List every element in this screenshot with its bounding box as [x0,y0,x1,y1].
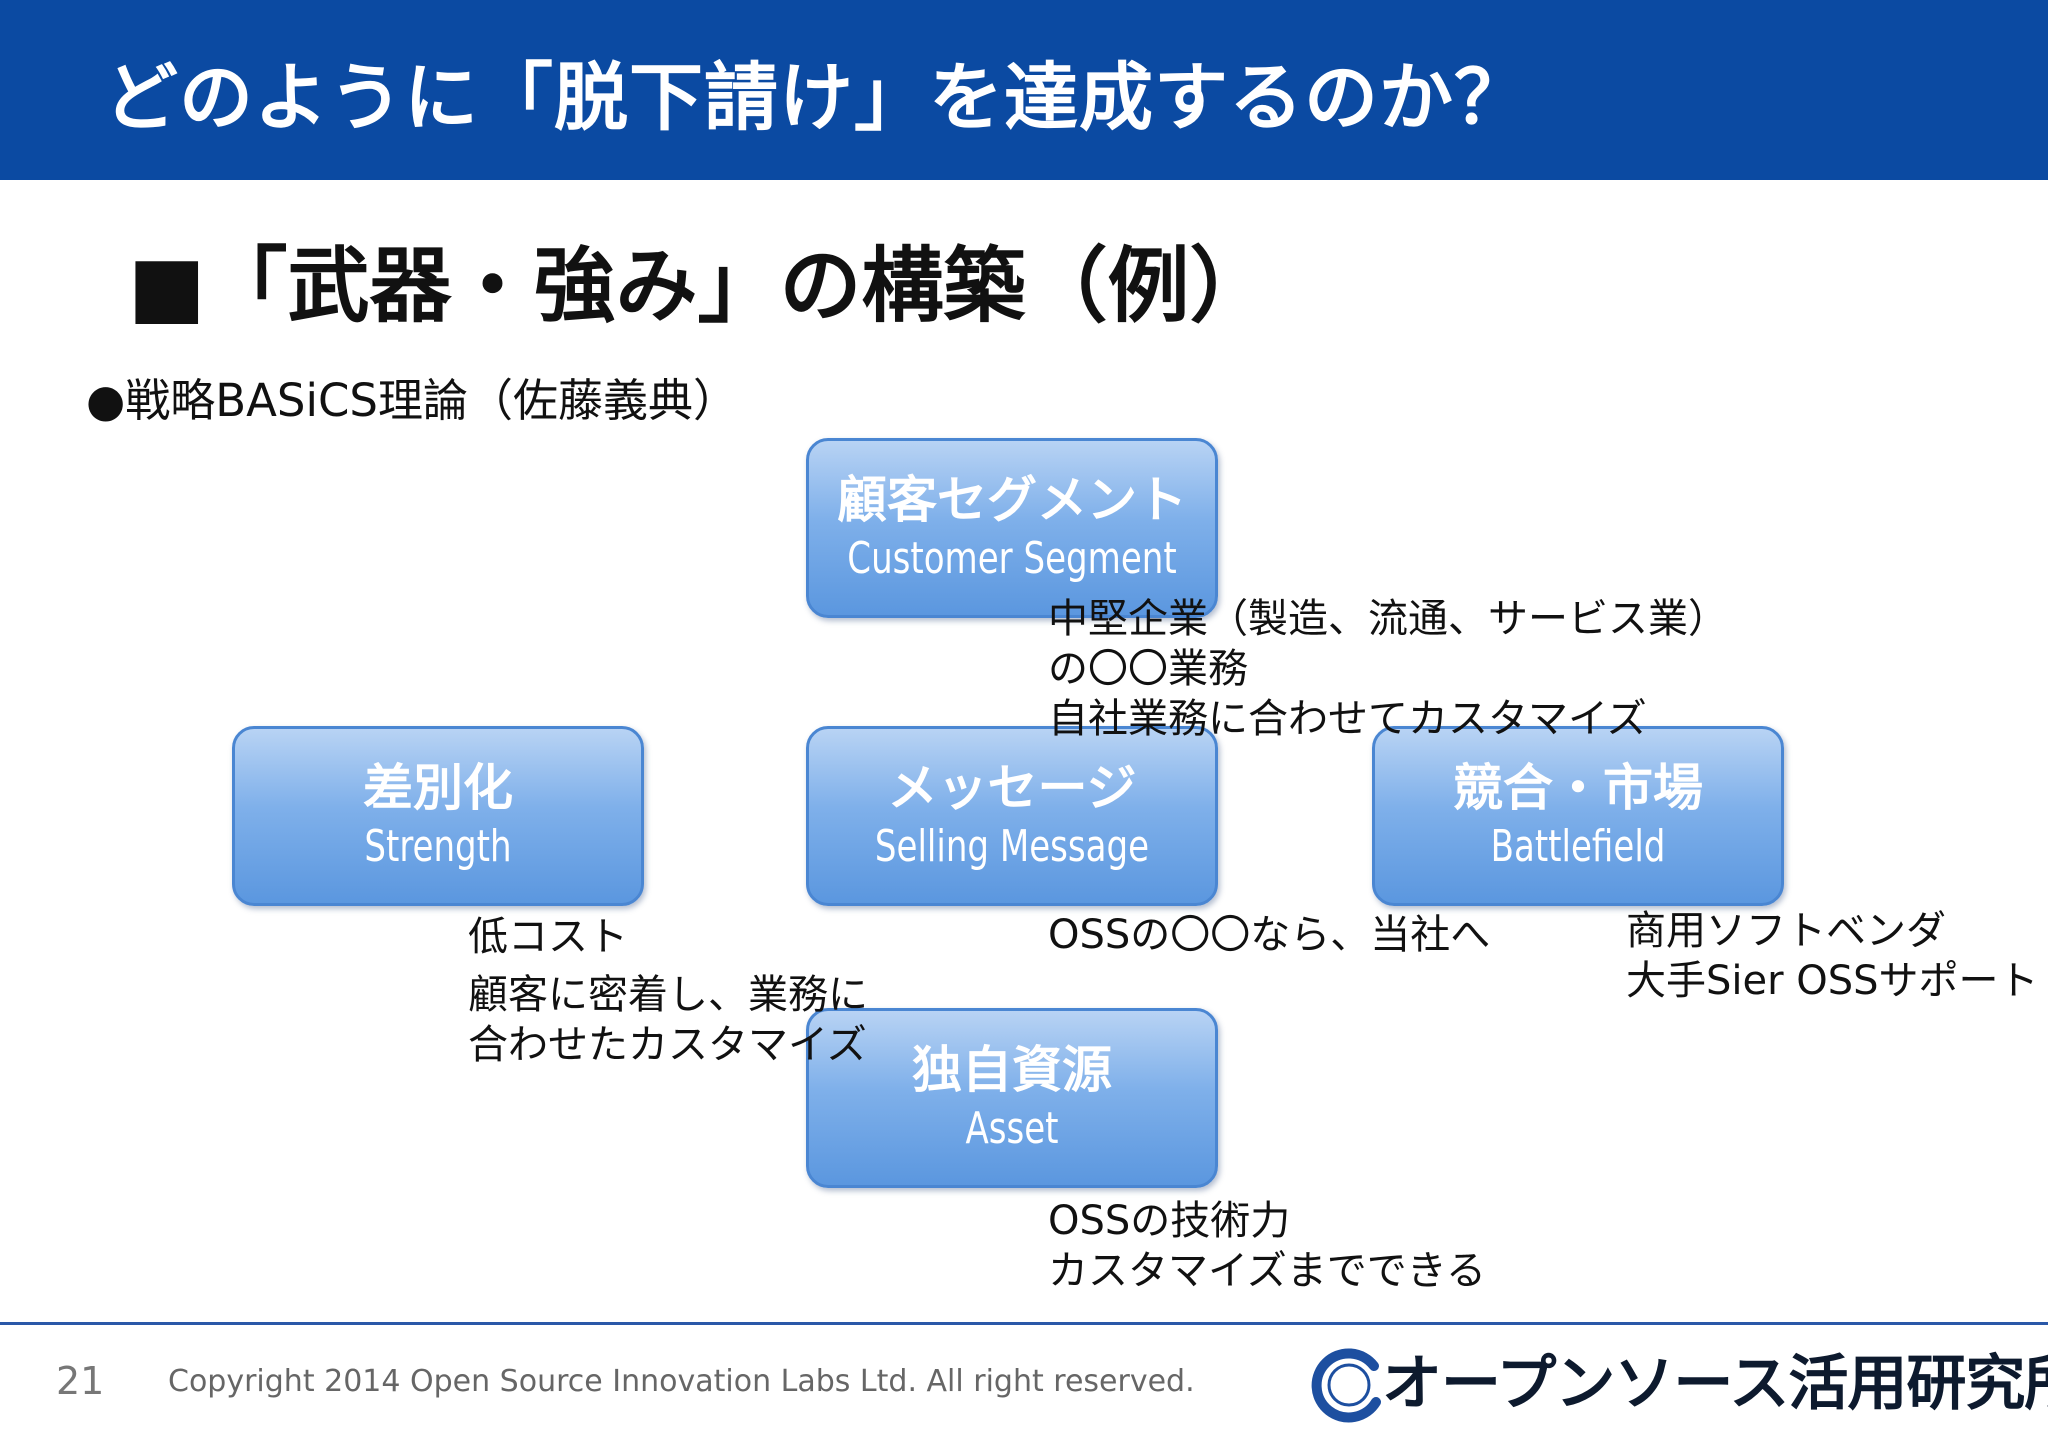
copyright-text: Copyright 2014 Open Source Innovation La… [168,1364,1195,1399]
asset-box: 独自資源 Asset [806,1008,1218,1188]
theory-bullet: ●戦略BASiCS理論（佐藤義典） [86,374,738,427]
strength-note-line: 顧客に密着し、業務に [468,972,868,1018]
title-bar: どのように「脱下請け」を達成するのか？ [0,0,2048,180]
segment-note: 中堅企業（製造、流通、サービス業） の〇〇業務 自社業務に合わせてカスタマイズ [1048,594,1728,744]
strength-note-spacer [468,962,868,970]
footer-divider [0,1322,2048,1325]
customer-segment-box: 顧客セグメント Customer Segment [806,438,1218,618]
segment-note-line: 自社業務に合わせてカスタマイズ [1048,696,1647,742]
asset-note: OSSの技術力 カスタマイズまでできる [1048,1196,1486,1296]
strength-note-line: 合わせたカスタマイズ [468,1022,867,1068]
company-logo: オープンソース活用研究所 [1310,1340,2048,1430]
battlefield-jp-label: 競合・市場 [1453,759,1703,817]
battlefield-note: 商用ソフトベンダ 大手Sier OSSサポート [1626,906,2039,1006]
battlefield-en-label: Battlefield [1490,821,1666,872]
asset-en-label: Asset [965,1103,1059,1154]
asset-jp-label: 独自資源 [912,1041,1112,1099]
slide-title: どのように「脱下請け」を達成するのか？ [104,55,1529,141]
segment-note-line: の〇〇業務 [1048,646,1248,692]
message-note: OSSの〇〇なら、当社へ [1048,910,1490,960]
strength-jp-label: 差別化 [363,759,513,817]
customer-segment-en-label: Customer Segment [847,533,1177,584]
strength-note: 低コスト 顧客に密着し、業務に 合わせたカスタマイズ [468,912,868,1070]
ring-logo-icon [1311,1348,1381,1423]
strength-en-label: Strength [364,821,512,872]
asset-note-line: OSSの技術力 [1048,1198,1291,1244]
section-heading: ■「武器・強み」の構築（例） [128,239,1272,334]
selling-message-box: メッセージ Selling Message [806,726,1218,906]
customer-segment-jp-label: 顧客セグメント [837,471,1187,529]
battlefield-note-line: 大手Sier OSSサポート [1626,958,2039,1004]
selling-message-en-label: Selling Message [874,821,1150,872]
page-number: 21 [56,1359,105,1403]
segment-note-line: 中堅企業（製造、流通、サービス業） [1048,596,1728,642]
logo-text: オープンソース活用研究所 [1382,1349,2048,1419]
strength-box: 差別化 Strength [232,726,644,906]
battlefield-box: 競合・市場 Battlefield [1372,726,1784,906]
selling-message-jp-label: メッセージ [887,759,1137,817]
asset-note-line: カスタマイズまでできる [1048,1248,1486,1294]
battlefield-note-line: 商用ソフトベンダ [1626,908,1946,954]
strength-note-line: 低コスト [468,914,628,960]
message-note-line: OSSの〇〇なら、当社へ [1048,912,1491,958]
